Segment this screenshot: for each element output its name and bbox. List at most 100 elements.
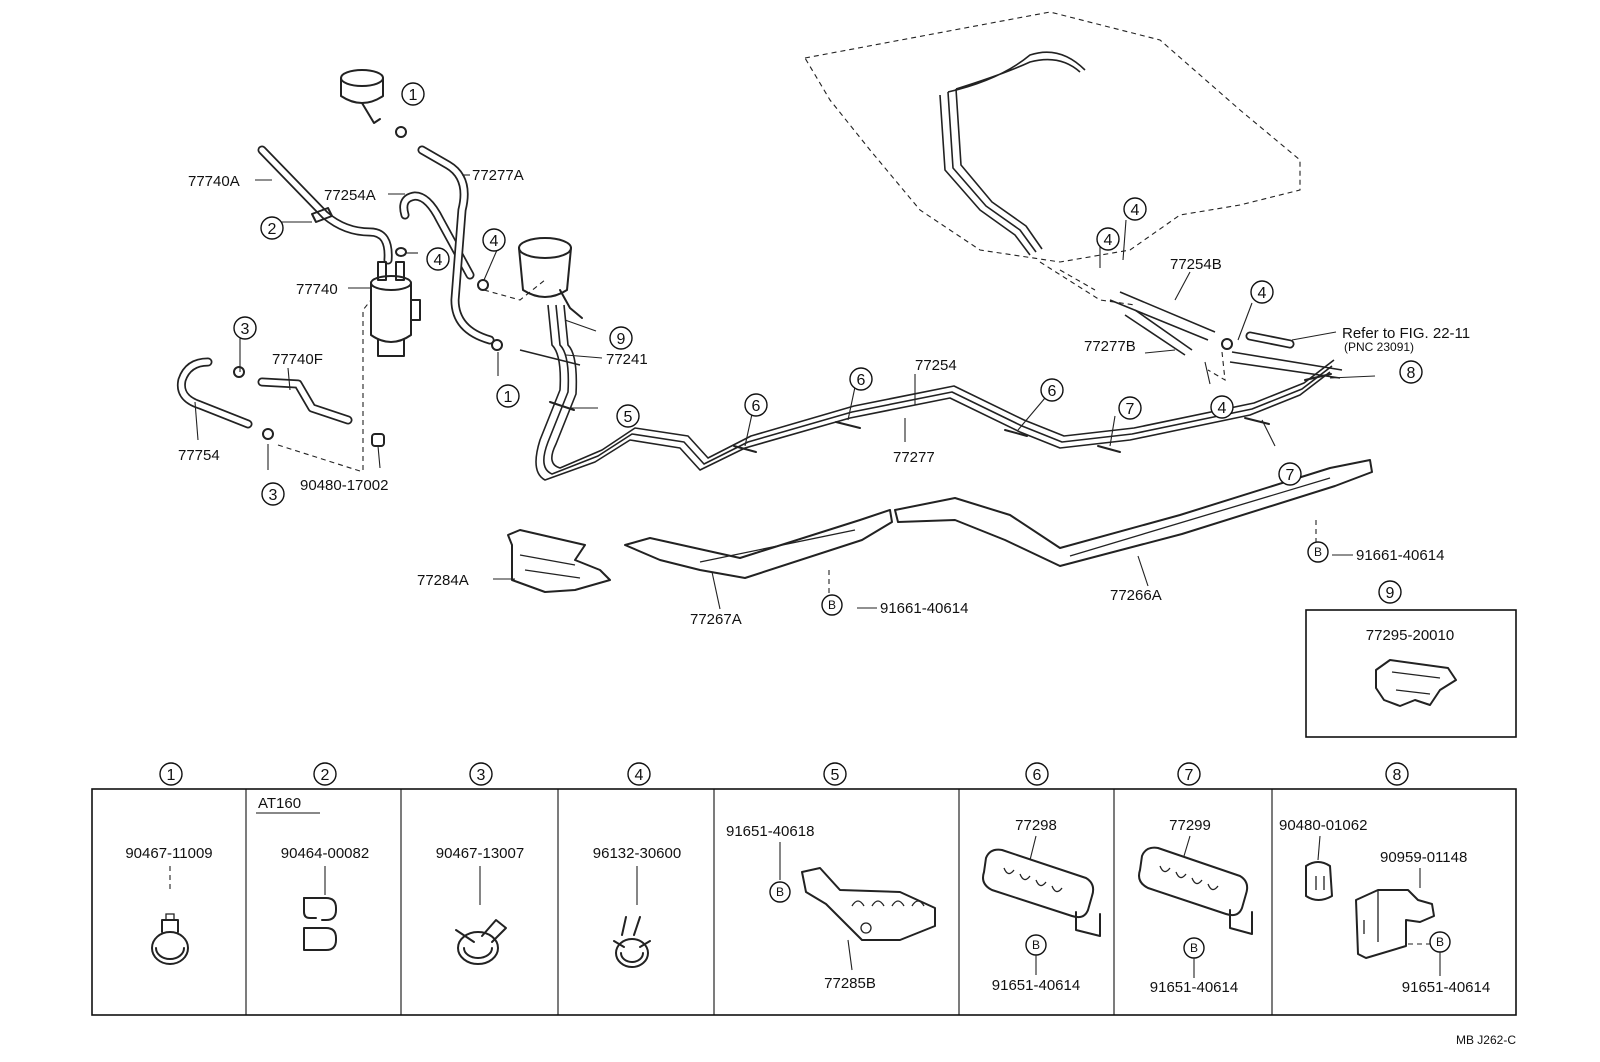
label-77284a: 77284A [417,572,469,589]
label-77754: 77754 [178,447,220,464]
label-77241: 77241 [606,351,648,368]
svg-text:6: 6 [1048,383,1057,400]
callout-6-a: 6 [744,393,768,417]
panel-4-number: 4 [627,762,651,786]
panel-1-number: 1 [159,762,183,786]
label-77740f: 77740F [272,351,323,368]
callout-2: 2 [260,216,284,240]
panel-7-part-clamp: 77299 [1169,817,1211,834]
label-77254b: 77254B [1170,256,1222,273]
svg-text:4: 4 [1258,285,1267,302]
label-91661-40614-b: 91661-40614 [1356,547,1444,564]
clamp-77285b-illustration [801,867,936,941]
panel-5-part-clamp: 77285B [824,975,876,992]
hose-77254a [399,191,475,280]
bundle-clamps [549,373,1332,453]
panel-7-number: 7 [1177,762,1201,786]
label-77277a: 77277A [472,167,524,184]
svg-text:4: 4 [1104,232,1113,249]
callout-4-a: 4 [426,247,450,271]
callout-3-top: 3 [233,316,257,340]
svg-text:7: 7 [1286,467,1295,484]
vsv-valve-77740 [370,261,421,357]
panel-3-part: 90467-13007 [436,845,524,862]
reference-pnc: (PNC 23091) [1344,340,1414,354]
svg-text:1: 1 [504,389,513,406]
callout-6-b: 6 [849,367,873,391]
label-77277b: 77277B [1084,338,1136,355]
panel-2-note: AT160 [258,795,301,812]
panel-6-bolt-badge: B [1025,934,1047,956]
protector-77267a [624,509,893,579]
panel-5-bolt-badge: B [769,881,791,903]
callout-1-top: 1 [401,82,425,106]
svg-text:3: 3 [269,487,278,504]
svg-text:7: 7 [1126,401,1135,418]
clip-77295-illustration [1375,659,1457,707]
svg-text:6: 6 [857,372,866,389]
svg-text:B: B [776,885,784,899]
svg-text:4: 4 [434,252,443,269]
panel-5-number: 5 [823,762,847,786]
svg-text:4: 4 [490,233,499,250]
label-77266a: 77266A [1110,587,1162,604]
label-77267a: 77267A [690,611,742,628]
callout-3-bottom: 3 [261,482,285,506]
spring-clip-icon [455,919,507,965]
panel-6-part-bolt: 91651-40614 [992,977,1080,994]
svg-text:4: 4 [635,767,644,784]
wire-clip-icon [613,916,651,968]
hose-77277a [417,145,495,345]
inset-9: 9 77295-20010 [1305,580,1517,738]
callout-4-f: 4 [1210,395,1234,419]
diagram-id: MB J262-C [1456,1033,1516,1047]
bolt-badge-a: B [821,594,843,616]
bottom-panel: 1 2 3 4 5 6 7 8 90467-11009 AT160 90464-… [91,762,1517,1016]
callout-4-d: 4 [1123,197,1147,221]
svg-text:6: 6 [752,398,761,415]
hose-clip-icon [151,913,189,965]
label-91661-40614-a: 91661-40614 [880,600,968,617]
panel-7-bolt-badge: B [1183,937,1205,959]
svg-text:6: 6 [1033,767,1042,784]
svg-text:8: 8 [1407,365,1416,382]
leader-lines [194,174,1376,610]
label-77740a: 77740A [188,173,240,190]
clamp-90959-01148-illustration [1355,889,1435,959]
svg-text:5: 5 [624,409,633,426]
callout-8: 8 [1399,360,1423,384]
panel-2-part: 90464-00082 [281,845,369,862]
svg-text:B: B [1032,938,1040,952]
charcoal-canister [518,237,583,319]
svg-text:2: 2 [268,221,277,238]
label-90480-17002: 90480-17002 [300,477,388,494]
inset-9-number: 9 [1378,580,1402,604]
clamp-77298-illustration [982,848,1101,937]
label-77740: 77740 [296,281,338,298]
callout-6-c: 6 [1040,378,1064,402]
panel-8-bolt-badge: B [1429,931,1451,953]
reference-label: Refer to FIG. 22-11 [1342,325,1470,342]
callout-5: 5 [616,404,640,428]
clamp-clip-icon [303,897,337,951]
svg-text:4: 4 [1218,400,1227,417]
svg-text:B: B [828,598,836,612]
panel-5-part-bolt: 91651-40618 [726,823,814,840]
svg-text:9: 9 [1386,585,1395,602]
svg-text:5: 5 [831,767,840,784]
canister-cap [340,69,384,124]
panel-4-part: 96132-30600 [593,845,681,862]
hose-77740a [257,145,393,265]
dashed-connections [277,261,1317,602]
svg-text:B: B [1190,941,1198,955]
svg-text:2: 2 [321,767,330,784]
panel-6-part-clamp: 77298 [1015,817,1057,834]
callout-1-mid: 1 [496,384,520,408]
bracket-77284a [507,529,611,593]
svg-text:1: 1 [167,767,176,784]
vehicle-body-outline [804,11,1301,263]
svg-text:9: 9 [617,331,626,348]
clamp-77299-illustration [1138,846,1253,935]
main-labels: 77740A 77254A 77277A 77740 77740F 77754 … [178,167,1470,628]
